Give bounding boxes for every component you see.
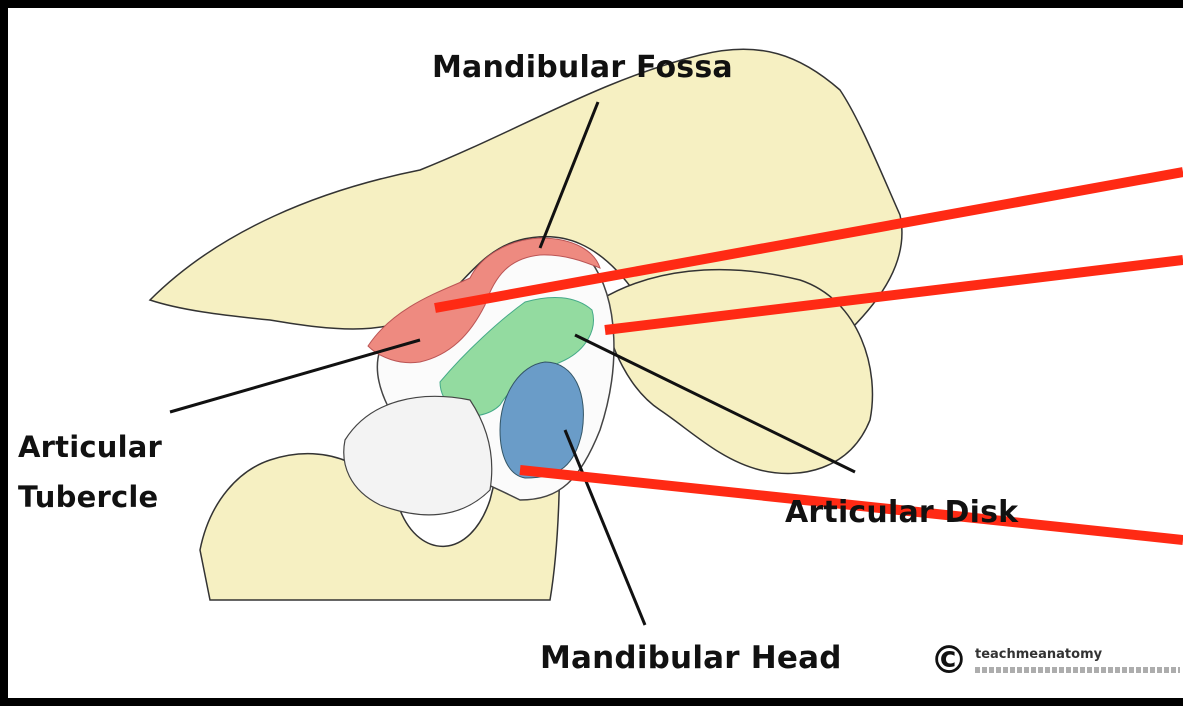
label-mandibular-fossa: Mandibular Fossa [432, 50, 733, 85]
copyright-icon: © [930, 641, 968, 679]
label-articular-tubercle-line1: Articular [18, 430, 162, 464]
brand-tagline-decoration [975, 667, 1180, 673]
leader-line-head [565, 430, 645, 625]
label-articular-tubercle-line2: Tubercle [18, 480, 158, 514]
label-mandibular-head: Mandibular Head [540, 640, 842, 676]
brand-watermark: teachmeanatomy [975, 647, 1102, 662]
label-articular-disk: Articular Disk [785, 495, 1018, 530]
